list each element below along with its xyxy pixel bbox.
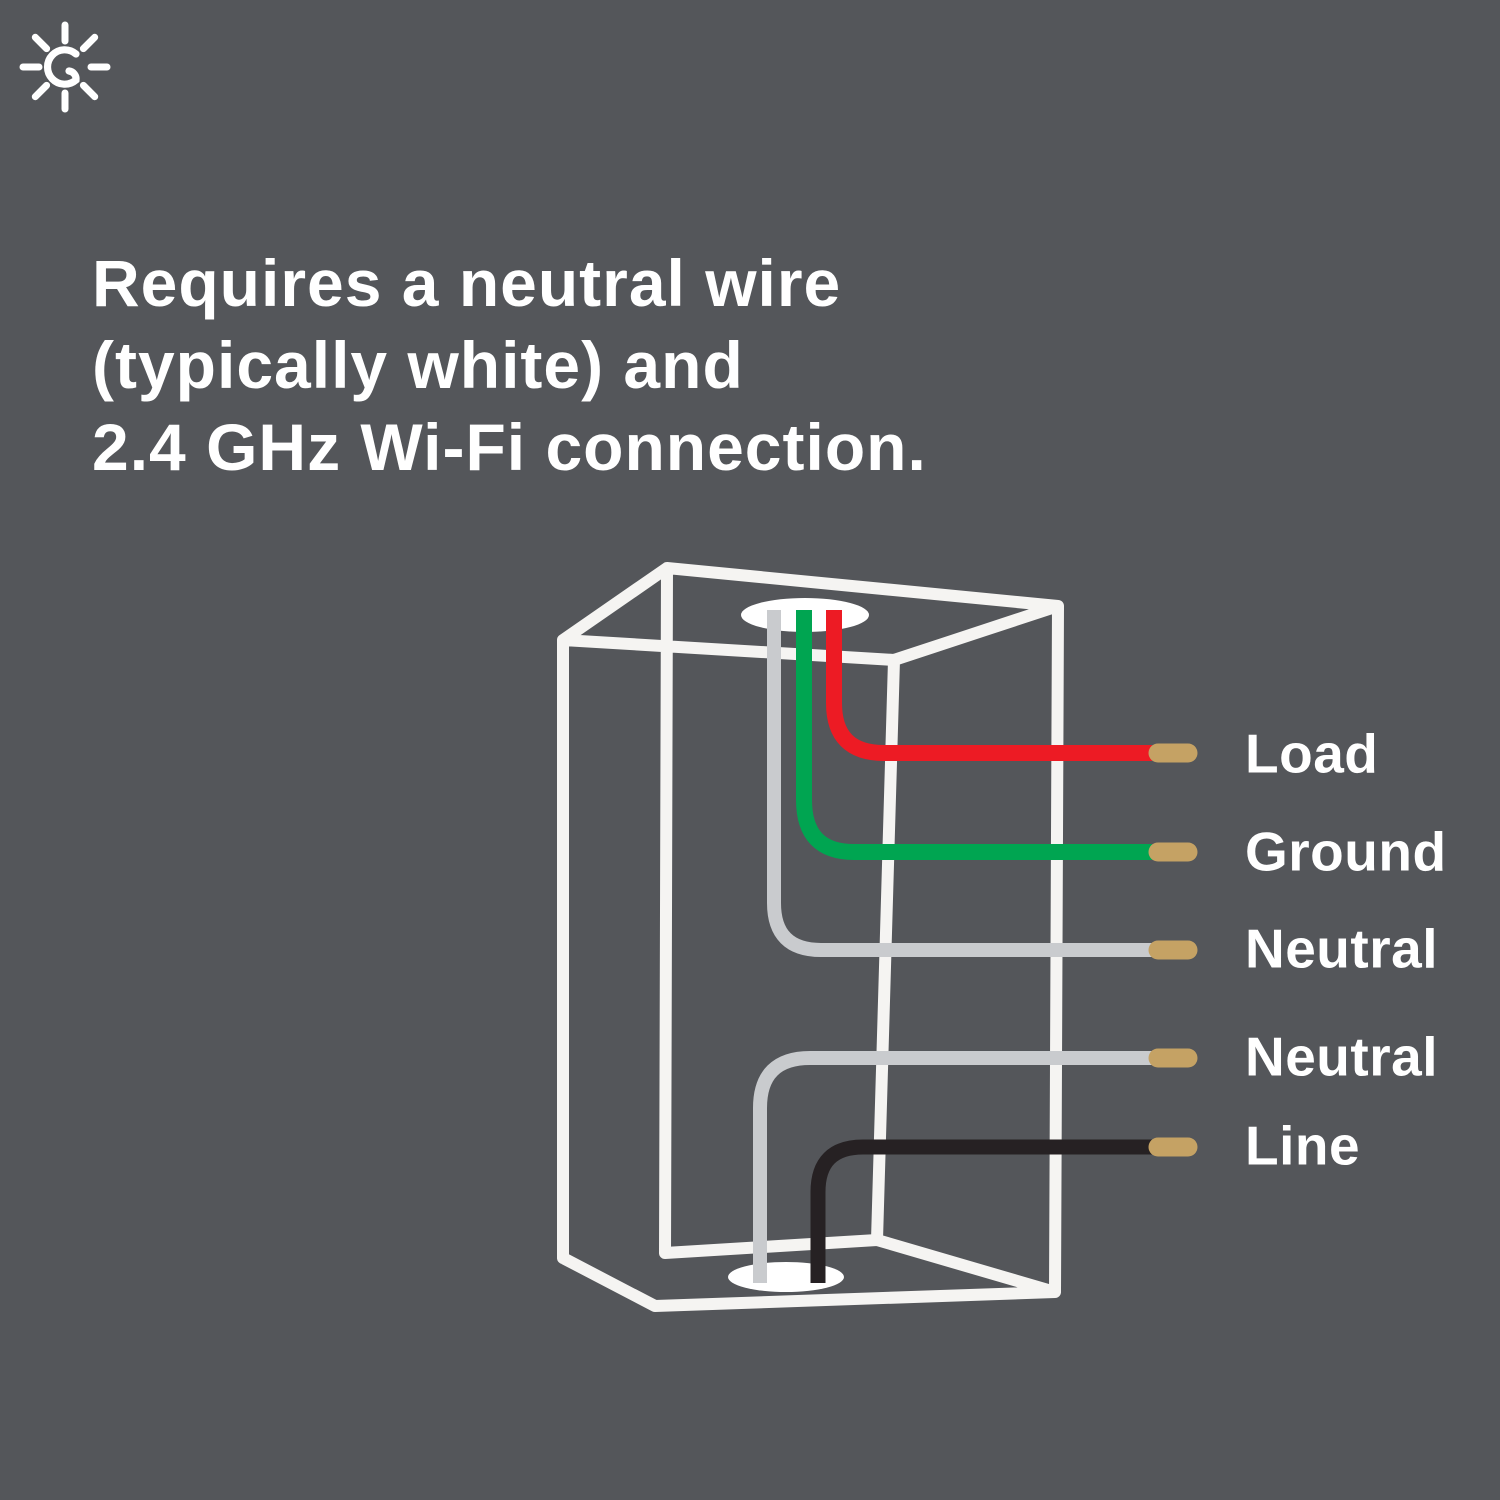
logo-c-mark — [44, 46, 80, 88]
load-wire — [826, 610, 1152, 761]
line-wire — [810, 1139, 1152, 1283]
heading-line-3: 2.4 GHz Wi-Fi connection. — [92, 410, 927, 484]
cync-sun-logo-icon — [19, 21, 111, 113]
wire-label-load: Load — [1245, 722, 1379, 785]
wire-label-ground: Ground — [1245, 820, 1447, 883]
logo-strokes — [19, 21, 111, 113]
neutral-wire-top — [767, 610, 1152, 957]
heading: Requires a neutral wire (typically white… — [92, 242, 927, 488]
logo-ray-lower-right — [79, 81, 99, 101]
neutral-wire-bottom — [753, 1051, 1152, 1283]
wire-label-neutral-top: Neutral — [1245, 917, 1438, 980]
logo-ray-lower-left — [31, 81, 51, 101]
logo-ray-upper-left — [31, 33, 51, 53]
wire-label-neutral-bottom: Neutral — [1245, 1025, 1438, 1088]
logo-ray-upper-right — [79, 33, 99, 53]
bottom-knockout-hole — [728, 1262, 844, 1292]
ground-wire — [796, 610, 1152, 860]
heading-line-2: (typically white) and — [92, 328, 744, 402]
wire-label-line: Line — [1245, 1114, 1361, 1177]
heading-line-1: Requires a neutral wire — [92, 246, 842, 320]
